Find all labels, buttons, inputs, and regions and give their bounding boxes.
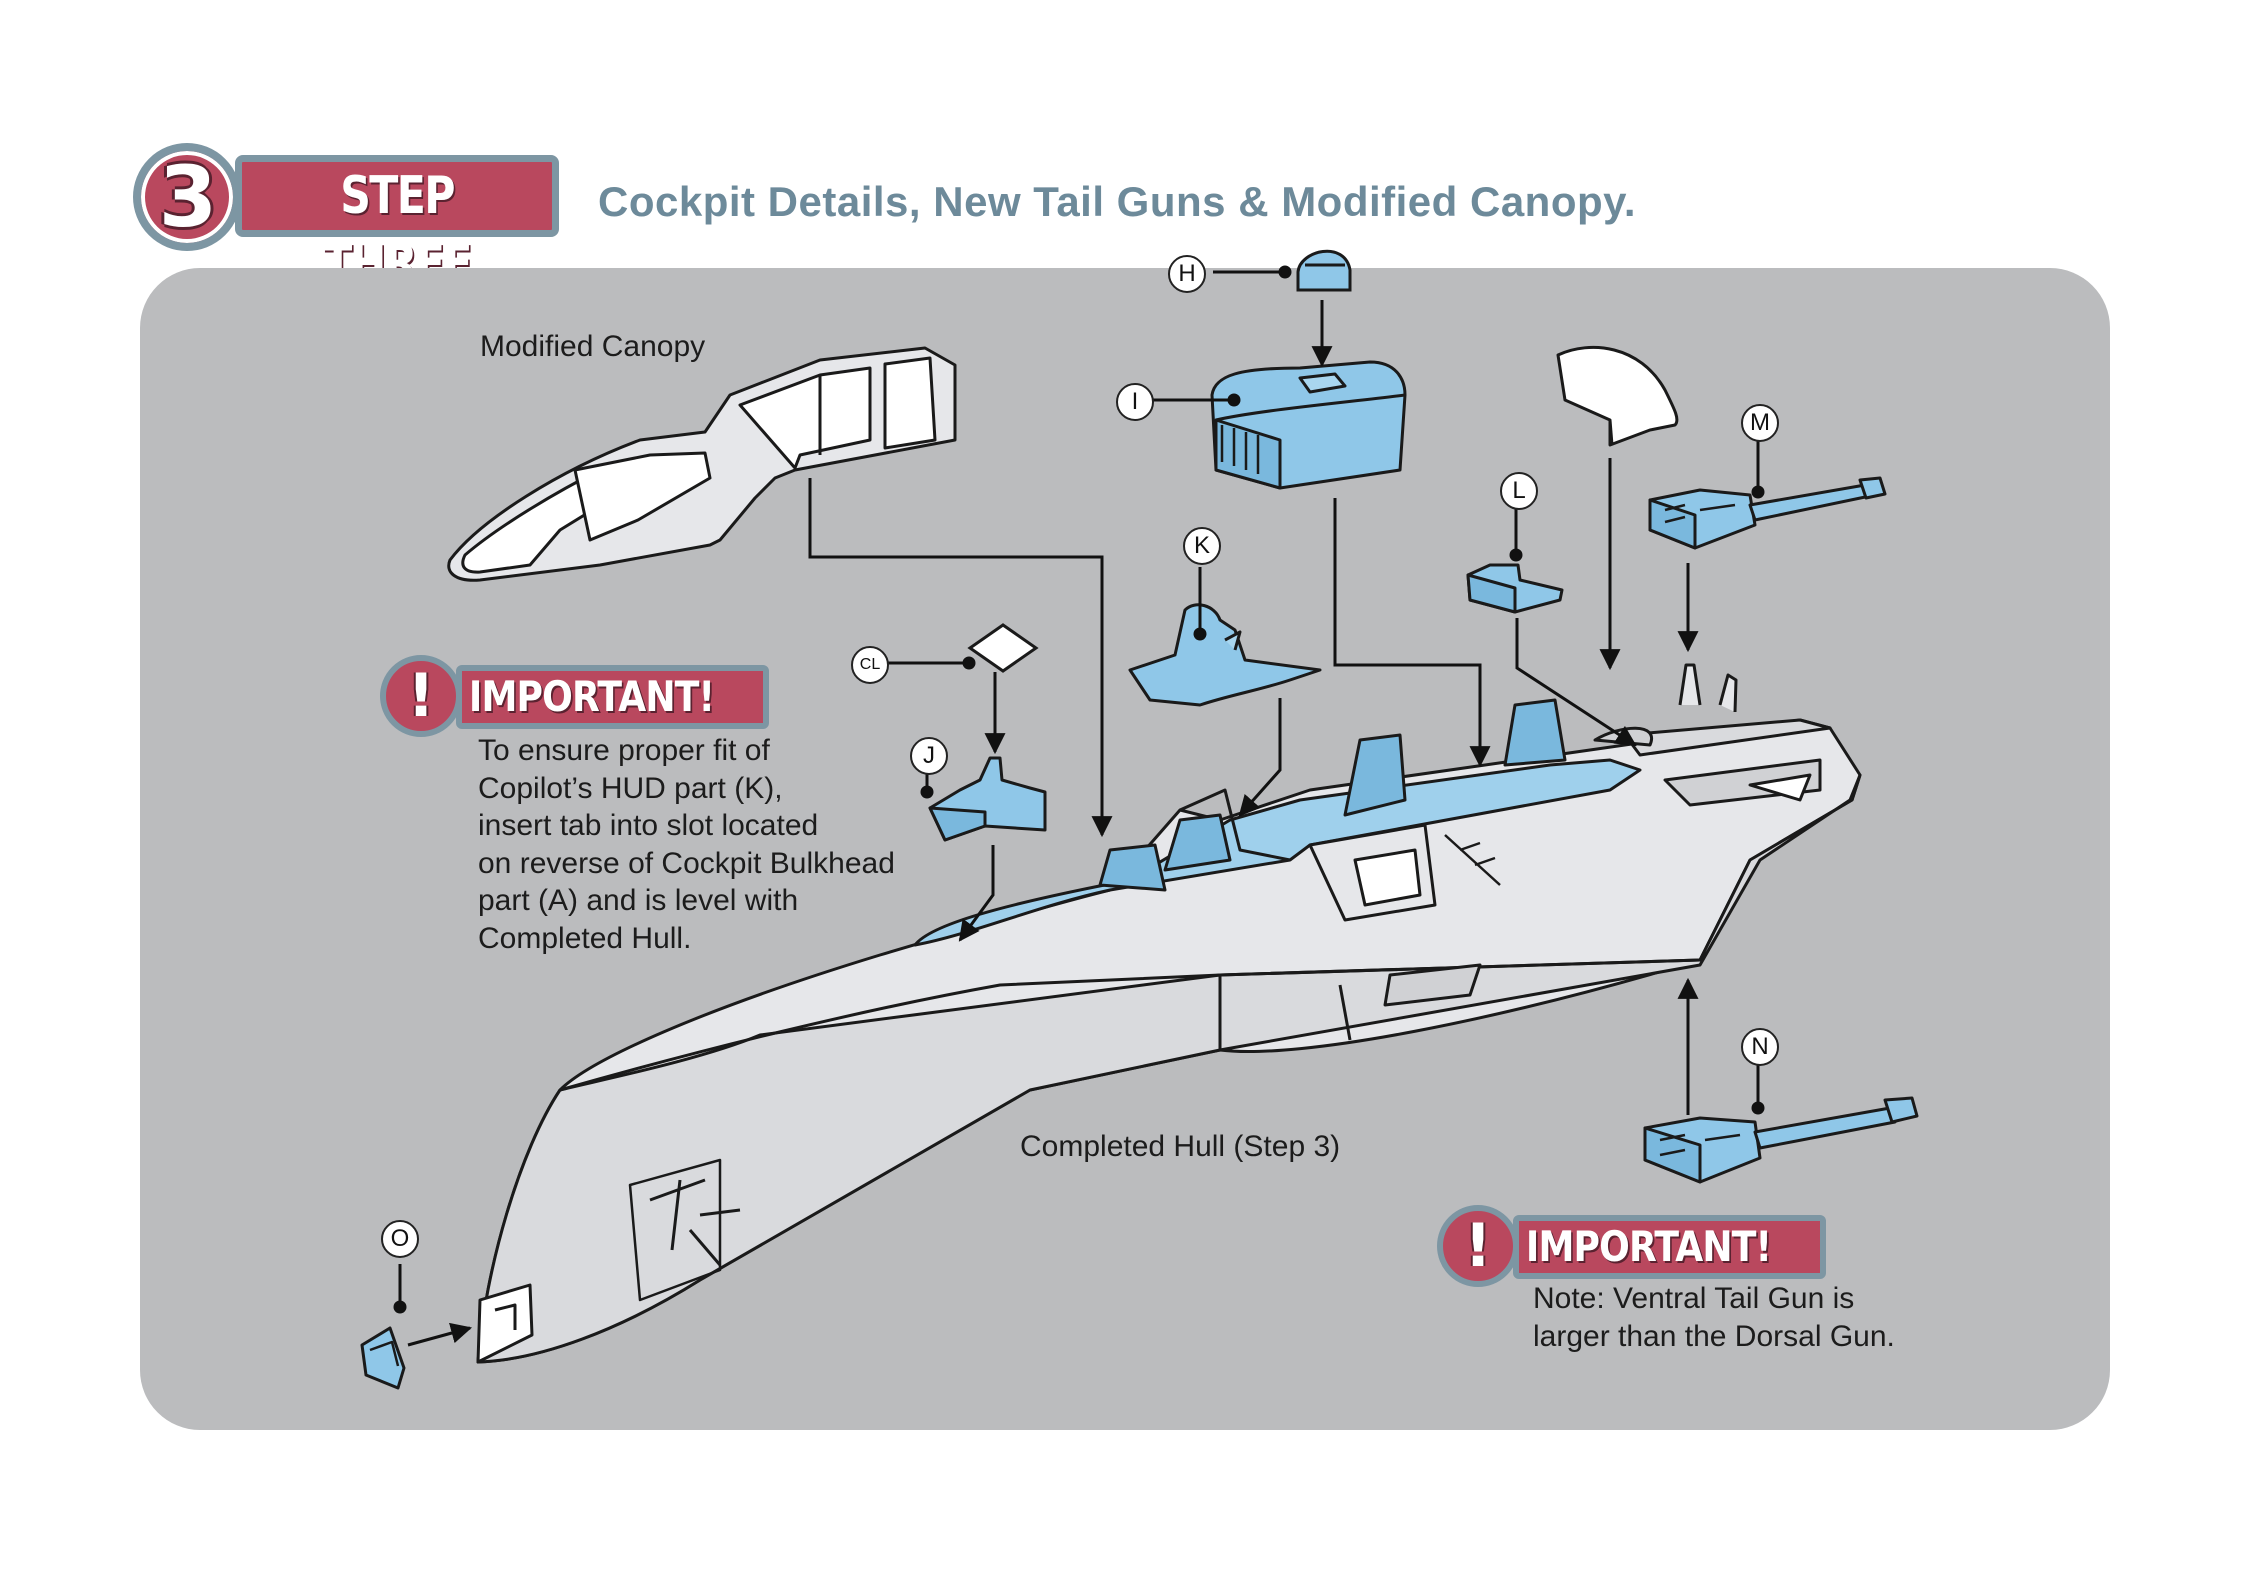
modified-canopy-part: [447, 346, 957, 582]
modified-canopy-label: Modified Canopy: [480, 330, 706, 363]
step-number-circle: [133, 143, 241, 251]
note-line: larger than the Dorsal Gun.: [1533, 1319, 1895, 1353]
part-n: [1643, 1096, 1919, 1184]
callout-j: J: [910, 737, 948, 775]
callout-n: N: [1741, 1028, 1779, 1066]
important-mark-circle: [380, 655, 462, 737]
note-line: To ensure proper fit of: [478, 734, 770, 767]
callout-l: L: [1500, 472, 1538, 510]
part-cl: [967, 623, 1039, 673]
completed-hull: [476, 663, 1862, 1364]
callout-i: I: [1116, 383, 1154, 421]
part-i: [1210, 360, 1407, 490]
callout-h: H: [1168, 255, 1206, 293]
callout-k: K: [1183, 527, 1221, 565]
important-note-1: To ensure proper fit of Copilot’s HUD pa…: [478, 732, 895, 957]
note-line: Completed Hull.: [478, 921, 692, 955]
note-line: Note: Ventral Tail Gun is: [1533, 1282, 1855, 1315]
note-line: Copilot’s HUD part (K),: [478, 771, 783, 805]
note-line: on reverse of Cockpit Bulkhead: [478, 846, 895, 880]
important-label-bar: IMPORTANT!: [456, 665, 770, 729]
part-o: [360, 1326, 406, 1390]
step-title: Cockpit Details, New Tail Guns & Modifie…: [598, 178, 1637, 225]
note-line: part (A) and is level with: [478, 884, 799, 917]
part-l: [1466, 563, 1564, 614]
note-line: insert tab into slot located: [478, 809, 819, 842]
important-note-2: Note: Ventral Tail Gun is larger than th…: [1533, 1280, 1895, 1355]
part-k: [1128, 603, 1322, 707]
callout-cl: CL: [851, 646, 889, 684]
part-m: [1648, 476, 1887, 550]
assembly-arrows: [393, 265, 1765, 1347]
hull-side-panel: [476, 773, 1862, 1364]
important-label-bar: IMPORTANT!: [1513, 1215, 1827, 1279]
step-number: 3: [158, 148, 217, 246]
important-label: IMPORTANT!: [468, 672, 715, 721]
completed-hull-label: Completed Hull (Step 3): [1020, 1130, 1341, 1163]
clear-dome-part: [1556, 345, 1679, 447]
exclamation-icon: !: [407, 661, 435, 731]
callout-m: M: [1741, 404, 1779, 442]
callout-o: O: [381, 1220, 419, 1258]
part-h: [1296, 249, 1352, 292]
part-j: [928, 756, 1047, 842]
exclamation-icon: !: [1464, 1211, 1492, 1281]
important-label: IMPORTANT!: [1525, 1222, 1772, 1271]
